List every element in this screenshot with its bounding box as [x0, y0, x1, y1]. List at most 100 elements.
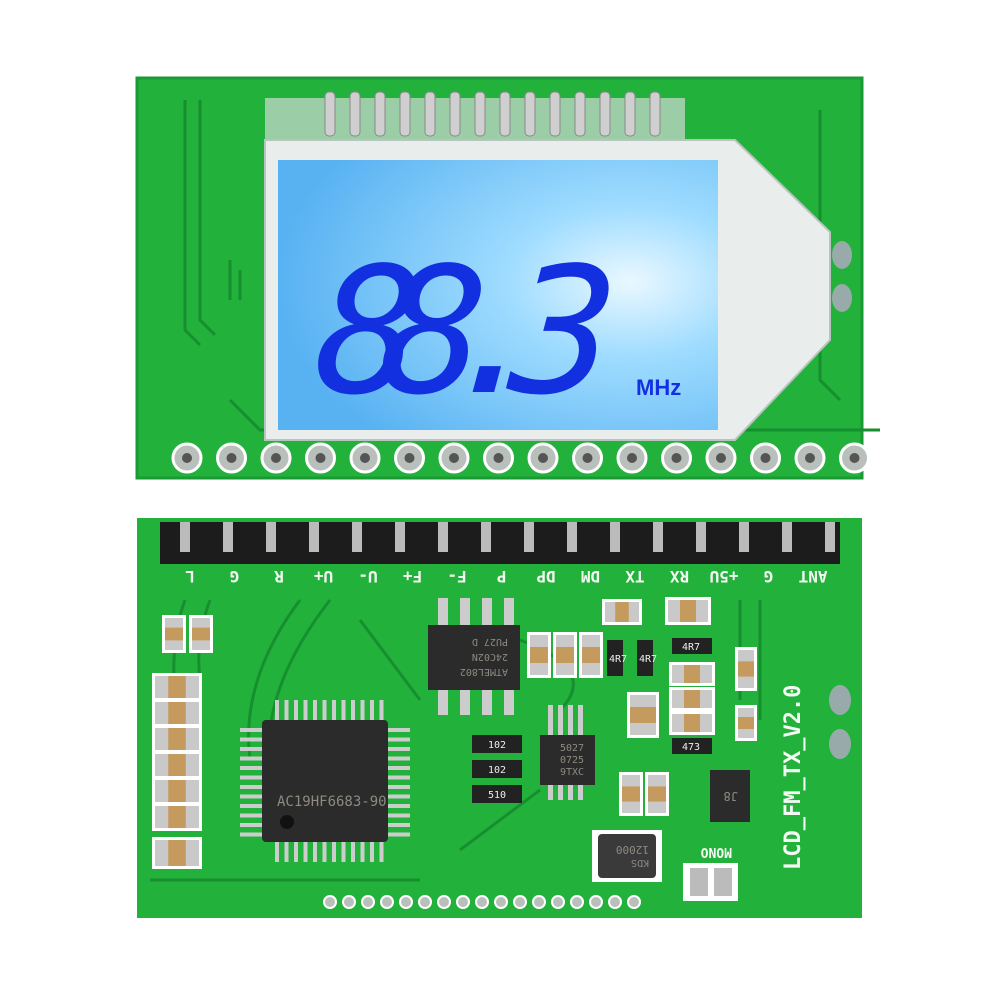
ic-pin — [351, 700, 355, 722]
lcd-pins — [324, 91, 661, 137]
ic-pin — [240, 737, 264, 742]
ic-pin — [386, 747, 410, 751]
transmitter-chip: 5027 0725 9TXC — [540, 705, 595, 800]
eeprom-marking-1: ATMEL802 — [460, 666, 508, 677]
mount-pad — [832, 284, 852, 312]
pin-label: RX — [670, 567, 690, 586]
ic-pin — [240, 775, 264, 780]
solder-pad — [570, 895, 584, 909]
resistor-code: 102 — [488, 740, 506, 751]
pin-label: ANT — [799, 567, 828, 586]
pin-label: F- — [447, 567, 466, 586]
capacitor-body — [556, 647, 574, 663]
lcd-pin — [349, 91, 361, 137]
lcd-pin — [449, 91, 461, 137]
board-label: LCD_FM_TX_V2.0 — [781, 685, 806, 870]
capacitor-body — [582, 647, 600, 663]
top-board: 88.3 MHz — [135, 76, 880, 480]
crystal-marking-1: 12000 — [616, 843, 649, 856]
pin-header[interactable] — [160, 522, 840, 564]
solder-pad — [361, 895, 375, 909]
capacitor-body — [684, 690, 700, 708]
ic-pin — [303, 700, 308, 722]
solder-hole — [315, 453, 326, 463]
ic-pin — [240, 756, 264, 761]
ic-pin — [294, 700, 298, 722]
tx-marking-2: 0725 — [560, 755, 584, 766]
mcu-chip: AC19HF6683-90 — [240, 700, 410, 862]
ic-pin — [370, 840, 374, 862]
jumper-label: MONO — [701, 844, 732, 859]
solder-pad — [608, 895, 622, 909]
header-pin — [653, 522, 663, 552]
ic-pin — [240, 728, 264, 732]
solder-hole — [226, 453, 237, 463]
ic-pin — [313, 700, 317, 722]
capacitor-body — [630, 707, 656, 723]
capacitor-body — [648, 786, 666, 802]
capacitor-body — [192, 627, 210, 641]
header-pin — [825, 522, 835, 552]
lcd-pin — [399, 91, 411, 137]
solder-hole — [760, 453, 771, 463]
header-pin — [696, 522, 706, 552]
lcd-pin — [549, 91, 561, 137]
header-pin — [481, 522, 491, 552]
ic-pin — [322, 840, 327, 862]
ic-pin — [240, 813, 264, 818]
lcd-pin — [599, 91, 611, 137]
lcd-pin — [499, 91, 511, 137]
resistor-code: 510 — [488, 790, 506, 801]
header-pin — [524, 522, 534, 552]
ic-pin — [386, 766, 410, 770]
resistor-code: 4R7 — [639, 654, 657, 665]
ic-pin — [386, 728, 410, 732]
resistors: 102 102 510 4R7 4R7 4R7 473 — [472, 638, 712, 803]
transistor: J8 — [710, 770, 750, 822]
solder-pad — [475, 895, 489, 909]
pin-label: U+ — [314, 567, 334, 586]
pin-label: L — [185, 567, 195, 586]
ic-pin — [275, 700, 279, 722]
ic-pin — [294, 840, 298, 862]
solder-pad — [399, 895, 413, 909]
lcd-pin — [374, 91, 386, 137]
pin-label: F+ — [403, 567, 423, 586]
solder-hole — [404, 453, 415, 463]
tx-marking-3: 9TXC — [560, 767, 584, 778]
header-pin — [782, 522, 792, 552]
pin-label: G — [230, 567, 240, 586]
capacitor-body — [168, 702, 186, 724]
header-pin — [610, 522, 620, 552]
ic-pin — [322, 700, 327, 722]
ic-pin — [379, 840, 384, 862]
solder-hole — [271, 453, 281, 463]
capacitors — [152, 597, 757, 869]
solder-hole — [627, 453, 637, 463]
header-pins — [180, 522, 835, 552]
ic-pin — [386, 804, 410, 808]
solder-hole — [671, 453, 682, 463]
mcu-marking: AC19HF6683-90 — [277, 794, 387, 810]
solder-hole — [360, 453, 370, 463]
pin-label: G — [764, 567, 774, 586]
pin-label: P — [497, 567, 507, 586]
header-pin — [567, 522, 577, 552]
capacitor-body — [680, 600, 696, 622]
pin-label: TX — [625, 567, 645, 586]
ic-pin — [351, 840, 355, 862]
bottom-pad-row — [323, 895, 641, 909]
lcd-pin — [474, 91, 486, 137]
solder-pad — [437, 895, 451, 909]
ic-pin — [341, 700, 346, 722]
header-pin — [266, 522, 276, 552]
ic-pin — [386, 785, 410, 789]
capacitor-body — [168, 780, 186, 802]
header-pin — [739, 522, 749, 552]
solder-pad — [380, 895, 394, 909]
capacitor-body — [615, 602, 629, 622]
capacitor-body — [684, 665, 700, 683]
capacitor-body — [168, 728, 186, 750]
solder-hole — [449, 453, 459, 463]
